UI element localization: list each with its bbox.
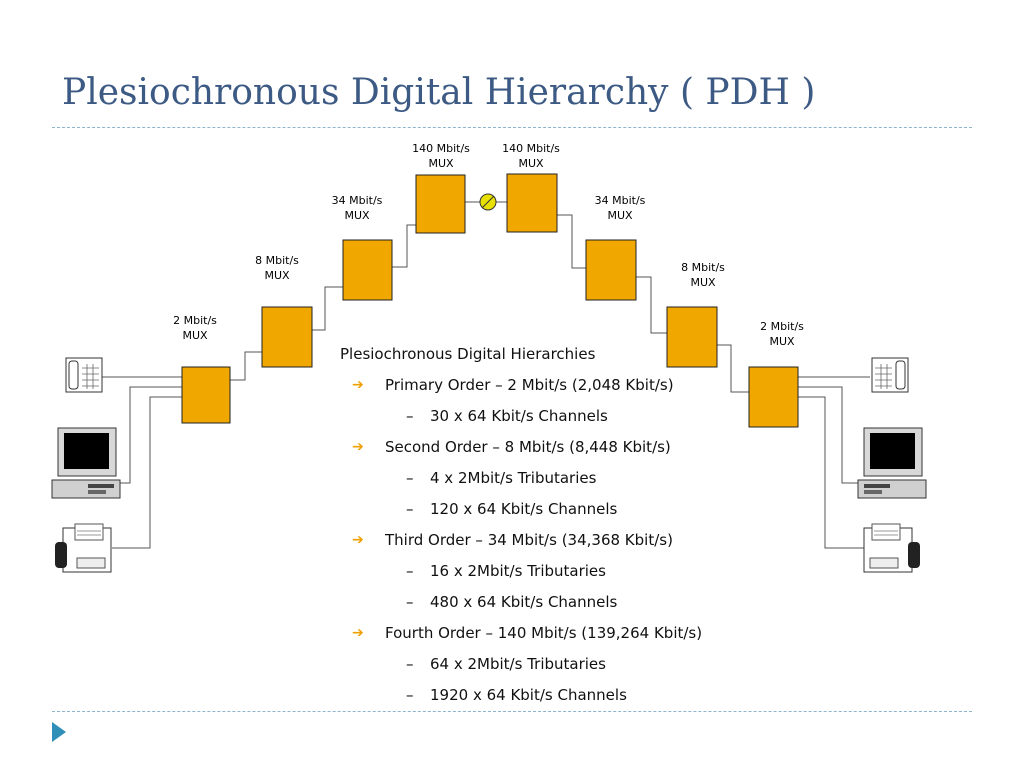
order-subitem: –64 x 2Mbit/s Tributaries	[340, 654, 800, 674]
arrow-bullet-icon: ➔	[352, 532, 364, 548]
mux-2m-right	[748, 366, 799, 428]
link-8m-34m-left	[312, 286, 343, 331]
pdh-hierarchy-list: Plesiochronous Digital Hierarchies ➔ Prim…	[340, 344, 800, 716]
arrow-bullet-icon: ➔	[352, 439, 364, 455]
slide-title: Plesiochronous Digital Hierarchy ( PDH )	[62, 72, 816, 113]
mux-label-8m-left: 8 Mbit/s MUX	[255, 254, 299, 282]
order-subitem: –30 x 64 Kbit/s Channels	[340, 406, 800, 426]
svg-text:MUX: MUX	[428, 157, 454, 170]
arrow-bullet-icon: ➔	[352, 625, 364, 641]
item-text: 30 x 64 Kbit/s Channels	[430, 407, 608, 425]
mux-label-2m-right: 2 Mbit/s MUX	[760, 320, 804, 348]
list-heading: Plesiochronous Digital Hierarchies	[340, 345, 596, 363]
mux-2m-left	[181, 366, 231, 424]
footer-divider	[52, 711, 972, 712]
order-item: ➔ Third Order – 34 Mbit/s (34,368 Kbit/s)	[340, 530, 800, 550]
order-item: ➔ Second Order – 8 Mbit/s (8,448 Kbit/s)	[340, 437, 800, 457]
svg-text:MUX: MUX	[518, 157, 544, 170]
order-subitem: –4 x 2Mbit/s Tributaries	[340, 468, 800, 488]
dash-bullet: –	[406, 655, 414, 673]
item-text: Third Order – 34 Mbit/s (34,368 Kbit/s)	[385, 531, 673, 549]
dash-bullet: –	[406, 562, 414, 580]
link-computer-left	[120, 386, 182, 484]
dash-bullet: –	[406, 686, 414, 704]
order-subitem: –120 x 64 Kbit/s Channels	[340, 499, 800, 519]
connection-lines	[102, 201, 870, 549]
fax-icon	[863, 523, 920, 573]
mux-label-34m-right: 34 Mbit/s MUX	[595, 194, 646, 222]
order-subitem: –16 x 2Mbit/s Tributaries	[340, 561, 800, 581]
svg-text:MUX: MUX	[264, 269, 290, 282]
svg-text:8 Mbit/s: 8 Mbit/s	[681, 261, 725, 274]
telephone-icon	[871, 357, 909, 393]
item-text: 16 x 2Mbit/s Tributaries	[430, 562, 606, 580]
svg-text:2 Mbit/s: 2 Mbit/s	[173, 314, 217, 327]
link-fax-right	[798, 396, 864, 549]
link-computer-right	[798, 386, 858, 484]
order-subitem: –1920 x 64 Kbit/s Channels	[340, 685, 800, 705]
slide-nav-arrow-icon[interactable]	[52, 722, 66, 742]
svg-text:MUX: MUX	[607, 209, 633, 222]
svg-text:8 Mbit/s: 8 Mbit/s	[255, 254, 299, 267]
item-text: 480 x 64 Kbit/s Channels	[430, 593, 618, 611]
dash-bullet: –	[406, 593, 414, 611]
svg-text:MUX: MUX	[344, 209, 370, 222]
svg-text:34 Mbit/s: 34 Mbit/s	[332, 194, 383, 207]
link-34m-140m-left	[392, 224, 416, 268]
svg-text:140 Mbit/s: 140 Mbit/s	[412, 142, 470, 155]
svg-text:MUX: MUX	[182, 329, 208, 342]
order-subitem: –480 x 64 Kbit/s Channels	[340, 592, 800, 612]
mux-label-140m-left: 140 Mbit/s MUX	[412, 142, 470, 170]
trunk-link-icon	[479, 193, 497, 211]
item-text: 64 x 2Mbit/s Tributaries	[430, 655, 606, 673]
mux-label-34m-left: 34 Mbit/s MUX	[332, 194, 383, 222]
hierarchy-items: ➔ Primary Order – 2 Mbit/s (2,048 Kbit/s)…	[340, 375, 800, 705]
item-text: Fourth Order – 140 Mbit/s (139,264 Kbit/…	[385, 624, 703, 642]
link-8m-2m-right	[717, 344, 749, 393]
mux-140m-left	[415, 174, 466, 234]
link-fax-left	[112, 396, 182, 549]
item-text: 4 x 2Mbit/s Tributaries	[430, 469, 597, 487]
arrow-bullet-icon: ➔	[352, 377, 364, 393]
mux-8m-right	[666, 306, 718, 368]
telephone-icon	[65, 357, 103, 393]
svg-text:2 Mbit/s: 2 Mbit/s	[760, 320, 804, 333]
svg-text:34 Mbit/s: 34 Mbit/s	[595, 194, 646, 207]
item-text: Second Order – 8 Mbit/s (8,448 Kbit/s)	[385, 438, 671, 456]
item-text: 120 x 64 Kbit/s Channels	[430, 500, 618, 518]
order-item: ➔ Primary Order – 2 Mbit/s (2,048 Kbit/s)	[340, 375, 800, 395]
dash-bullet: –	[406, 469, 414, 487]
mux-label-8m-right: 8 Mbit/s MUX	[681, 261, 725, 289]
order-item: ➔ Fourth Order – 140 Mbit/s (139,264 Kbit…	[340, 623, 800, 643]
computer-icon	[857, 427, 927, 499]
mux-8m-left	[261, 306, 313, 368]
computer-icon	[51, 427, 121, 499]
title-divider	[52, 127, 972, 128]
svg-text:140 Mbit/s: 140 Mbit/s	[502, 142, 560, 155]
link-34m-8m-right	[636, 276, 667, 334]
fax-icon	[55, 523, 112, 573]
mux-label-140m-right: 140 Mbit/s MUX	[502, 142, 560, 170]
mux-34m-right	[585, 239, 637, 301]
item-text: Primary Order – 2 Mbit/s (2,048 Kbit/s)	[385, 376, 674, 394]
item-text: 1920 x 64 Kbit/s Channels	[430, 686, 627, 704]
link-2m-8m-left	[230, 351, 262, 381]
link-140m-34m-right	[557, 214, 586, 269]
mux-34m-left	[342, 239, 393, 301]
mux-140m-right	[506, 173, 558, 233]
svg-text:MUX: MUX	[690, 276, 716, 289]
dash-bullet: –	[406, 407, 414, 425]
mux-label-2m-left: 2 Mbit/s MUX	[173, 314, 217, 342]
dash-bullet: –	[406, 500, 414, 518]
svg-text:MUX: MUX	[769, 335, 795, 348]
